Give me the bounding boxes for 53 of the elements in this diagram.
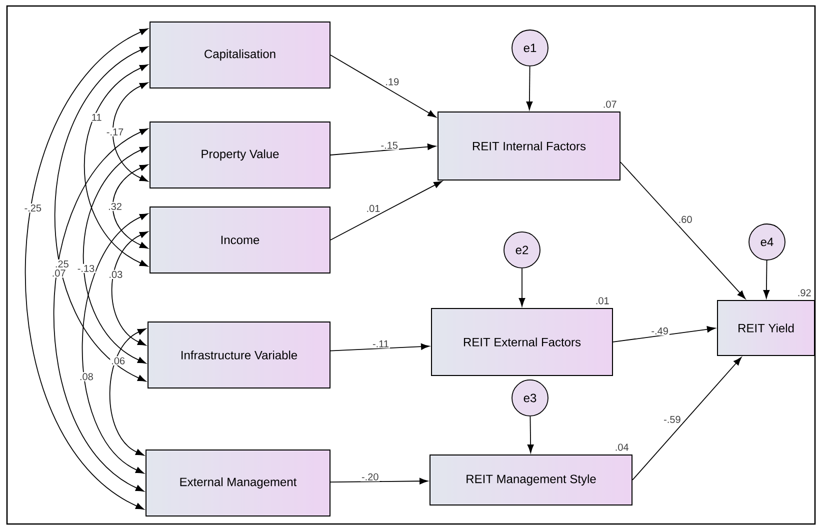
variable-box: REIT Internal Factors [438,112,620,180]
edge-label: .08 [78,372,94,382]
edge-label: -.15 [380,140,399,150]
variable-box: Infrastructure Variable [148,321,330,388]
r-squared-label: .92 [798,289,811,296]
edge-label: -.13 [76,264,96,274]
variable-box: Capitalisation [150,22,330,88]
edge-label: -.49 [650,326,670,336]
variable-box: Income [150,206,330,274]
edge-label: -.59 [662,414,682,424]
variable-box: External Management [146,449,330,516]
path-arrow [518,268,526,306]
covariance-arrow [82,213,148,474]
path-arrow [330,54,436,118]
edge-label: .03 [108,270,124,279]
edge-label: .07 [50,268,67,278]
covariance-arrow [112,82,148,182]
edge-label: .32 [107,202,123,212]
edge-label: .60 [677,214,694,224]
variable-box: REIT External Factors [431,308,613,376]
edge-label: -.20 [360,472,380,482]
edge-label: .01 [365,204,382,214]
variable-box: Property Value [150,122,330,188]
edge-label: -.25 [23,203,43,213]
path-arrow [330,180,442,240]
covariance-arrow [82,146,148,364]
path-arrow [330,343,430,352]
edge-label: .25 [54,259,70,269]
covariance-arrow [84,64,148,267]
r-squared-label: .04 [616,444,628,451]
r-squared-label: .01 [596,297,609,304]
path-arrow [763,260,770,298]
edge-label: .19 [384,77,400,86]
edge-label: .06 [110,356,126,366]
path-arrow [612,326,716,342]
path-arrow [526,66,533,110]
variable-box: REIT Yield [717,300,815,356]
edge-label: -.17 [105,128,125,136]
r-squared-label: .07 [604,100,616,108]
path-arrow [632,357,742,480]
variable-box: REIT Management Style [430,454,632,506]
path-arrow [527,416,534,453]
covariance-arrow [53,128,148,492]
covariance-arrow [109,328,146,456]
edge-label: 11 [90,112,103,122]
path-arrow [330,144,436,156]
covariance-arrow [54,46,148,382]
covariance-arrow [111,231,148,346]
path-arrow [330,478,428,484]
covariance-arrow [112,164,148,249]
covariance-arrow [24,28,148,510]
path-arrow [620,162,746,299]
edge-label: -.11 [372,339,390,348]
